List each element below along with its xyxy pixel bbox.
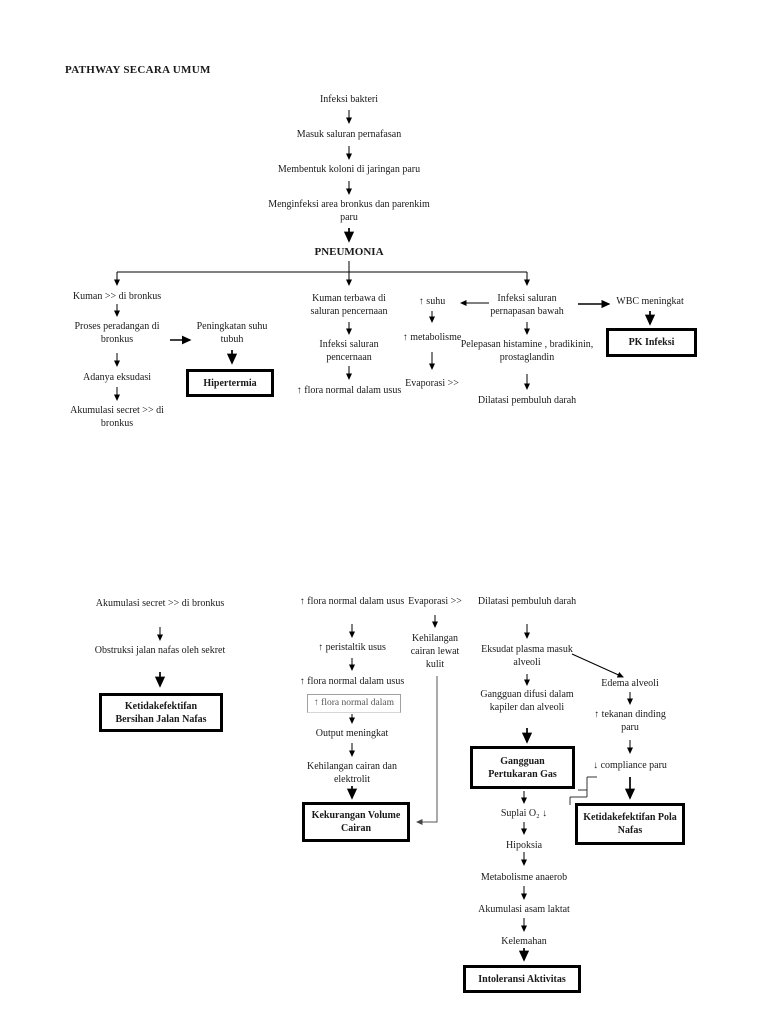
node-compliance: ↓ compliance paru [593,760,667,771]
node-flora-b2: ↑ flora normal dalam usus [299,676,405,687]
node-kehilangan-kulit: Kehilangan cairan lewat kulit [410,633,460,671]
node-kelemahan: Kelemahan [501,936,547,947]
node-edema-alveoli: Edema alveoli [601,678,659,689]
box-gangguan-pertukaran-gas: Gangguan Pertukaran Gas [470,746,575,789]
page-title: PATHWAY SECARA UMUM [65,64,211,76]
node-proses-peradangan: Proses peradangan di bronkus [74,321,160,346]
node-peristaltik: ↑ peristaltik usus [318,642,386,653]
node-akumulasi-laktat: Akumulasi asam laktat [478,904,570,915]
node-akumulasi-secret-atas: Akumulasi secret >> di bronkus [70,405,164,430]
node-eksudat: Eksudat plasma masuk alveoli [481,644,573,669]
node-infeksi-pencernaan: Infeksi saluran pencernaan [319,339,379,364]
node-dilatasi-bawah: Dilatasi pembuluh darah [477,596,577,607]
node-infeksi-bawah: Infeksi saluran pernapasan bawah [490,293,564,318]
node-evaporasi-bawah: Evaporasi >> [408,596,462,607]
node-output-meningkat: Output meningkat [315,728,389,739]
box-pola-nafas: Ketidakefektifan Pola Nafas [575,803,685,845]
node-pelepasan: Pelepasan histamine , bradikinin, prosta… [460,339,594,364]
node-kuman-terbawa: Kuman terbawa di saluran pencernaan [310,293,388,318]
node-adanya-eksudasi: Adanya eksudasi [82,372,152,383]
node-evaporasi-atas: Evaporasi >> [405,378,459,389]
node-infeksi-bakteri: Infeksi bakteri [319,94,379,105]
node-dilatasi-atas: Dilatasi pembuluh darah [477,395,577,406]
node-peningkatan-suhu: Peningkatan suhu tubuh [196,321,268,346]
box-bersihan-jalan-nafas: Ketidakefektifan Bersihan Jalan Nafas [99,693,223,732]
node-obstruksi: Obstruksi jalan nafas oleh sekret [94,645,226,656]
node-akumulasi-secret-bawah: Akumulasi secret >> di bronkus [95,598,225,609]
node-gangguan-difusi: Gangguan difusi dalam kapiler dan alveol… [480,689,574,714]
box-kekurangan-volume: Kekurangan Volume Cairan [302,802,410,842]
node-metabolisme: ↑ metabolisme [402,332,462,343]
node-metabolisme-anaerob: Metabolisme anaerob [480,872,568,883]
node-flora-b1: ↑ flora normal dalam usus [299,596,405,607]
node-wbc: WBC meningkat [616,296,684,307]
node-kuman-bronkus: Kuman >> di bronkus [72,291,162,302]
box-pk-infeksi: PK Infeksi [606,328,697,357]
ghost-textbox-flora: ↑ flora normal dalam [307,694,401,713]
node-menginfeksi-area: Menginfeksi area bronkus dan parenkim pa… [268,199,430,224]
box-intoleransi-aktivitas: Intoleransi Aktivitas [463,965,581,993]
node-hipoksia: Hipoksia [505,840,543,851]
node-tekanan-dinding: ↑ tekanan dinding paru [594,709,666,734]
node-flora-atas: ↑ flora normal dalam usus [296,385,402,396]
node-suhu: ↑ suhu [418,296,446,307]
node-pneumonia: PNEUMONIA [314,246,384,258]
box-hipertermia: Hipertermia [186,369,274,397]
node-kehilangan-elektrolit: Kehilangan cairan dan elektrolit [307,761,397,786]
node-masuk-saluran: Masuk saluran pernafasan [296,129,402,140]
node-membentuk-koloni: Membentuk koloni di jaringan paru [277,164,421,175]
node-suplai-o2: Suplai O₂ ↓ [500,808,548,819]
